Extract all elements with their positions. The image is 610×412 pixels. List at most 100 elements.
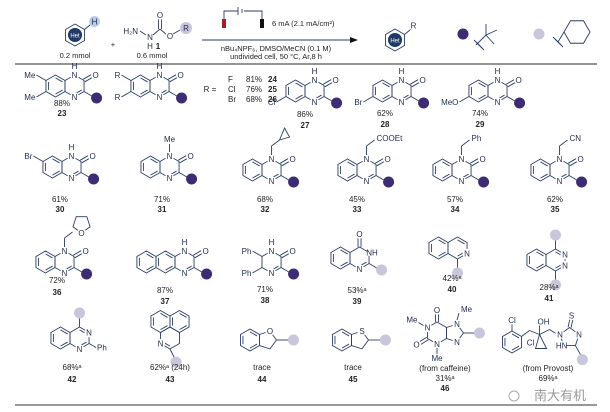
atom-mask bbox=[87, 151, 98, 161]
atom-label: N bbox=[557, 155, 563, 164]
compound-number: 30 bbox=[56, 205, 65, 214]
cyclopropane-ring bbox=[278, 126, 291, 141]
atom-mask bbox=[422, 322, 433, 333]
substituent: Me bbox=[461, 305, 473, 314]
bond bbox=[121, 91, 132, 98]
substituent: CN bbox=[570, 134, 582, 143]
bond bbox=[60, 341, 68, 347]
atom-mask bbox=[560, 260, 570, 271]
atom-label: N bbox=[77, 345, 83, 354]
compound-number: 41 bbox=[545, 294, 554, 303]
bond bbox=[363, 96, 374, 103]
atom-label: H bbox=[312, 67, 318, 76]
source-note: (from Provost) bbox=[523, 364, 574, 373]
atom-mask bbox=[154, 70, 165, 80]
cyclohexyl-marker bbox=[170, 356, 182, 368]
cyclohexyl-marker bbox=[550, 279, 562, 291]
anode-icon bbox=[222, 19, 226, 28]
atom-label: NH bbox=[366, 249, 378, 258]
atom-label: N bbox=[454, 338, 460, 347]
atom-label: H bbox=[157, 62, 163, 71]
bond bbox=[36, 91, 47, 98]
atom-label: O bbox=[332, 76, 338, 85]
atom-label: O bbox=[479, 155, 485, 164]
tert-butyl-marker bbox=[457, 28, 469, 40]
atom-label: HN bbox=[556, 342, 568, 351]
bond bbox=[172, 29, 181, 35]
h2n-label: H₂N bbox=[123, 27, 138, 36]
benzene-ring bbox=[136, 250, 157, 274]
bond bbox=[271, 139, 280, 147]
bond bbox=[557, 31, 565, 43]
atom-label: N bbox=[72, 71, 78, 80]
atom-mask bbox=[90, 70, 101, 80]
atom-mask bbox=[525, 337, 536, 348]
substituent: Ph bbox=[242, 247, 252, 256]
substituent: Ph bbox=[97, 344, 107, 353]
atom-mask bbox=[145, 32, 155, 42]
yield-label: 81% bbox=[246, 75, 262, 84]
yield-label: trace bbox=[253, 363, 271, 372]
atom-mask bbox=[554, 176, 565, 186]
atom-mask bbox=[396, 75, 407, 85]
atom-mask bbox=[367, 247, 377, 258]
r-option: Br bbox=[228, 95, 236, 104]
yield-label: trace bbox=[344, 363, 362, 372]
bond bbox=[60, 329, 68, 335]
yield-label: 71% bbox=[257, 285, 273, 294]
bond bbox=[477, 43, 485, 51]
bond bbox=[252, 250, 263, 257]
yield-label: 68%ᵃ bbox=[63, 363, 83, 372]
atom-label: N bbox=[69, 152, 75, 161]
bond bbox=[165, 253, 173, 259]
bond bbox=[457, 239, 465, 245]
atom-label: N bbox=[147, 33, 153, 42]
substituent: R bbox=[115, 93, 121, 102]
atom-mask bbox=[492, 75, 503, 85]
yield-label: 76% bbox=[246, 85, 262, 94]
bond bbox=[570, 318, 574, 328]
r-marker bbox=[180, 22, 192, 34]
atom-mask bbox=[266, 154, 277, 164]
cathode-icon bbox=[260, 19, 264, 28]
atom-mask bbox=[354, 229, 365, 239]
substituent: Br bbox=[354, 98, 362, 107]
tert-butyl-marker bbox=[201, 268, 213, 280]
bond bbox=[45, 265, 53, 271]
yield-label: 57% bbox=[447, 195, 463, 204]
atom-mask bbox=[59, 246, 70, 256]
atom-mask bbox=[538, 316, 549, 327]
compound-number: 24 bbox=[268, 75, 277, 84]
tert-butyl-marker bbox=[478, 176, 490, 188]
substituent: Me bbox=[24, 71, 36, 80]
atom-label: N bbox=[364, 177, 370, 186]
compound-number: 44 bbox=[258, 375, 267, 384]
atom-label: O bbox=[92, 71, 98, 80]
bond bbox=[52, 158, 60, 164]
reagent-amount: 0.6 mmol bbox=[137, 51, 168, 60]
atom-label: N bbox=[158, 340, 164, 349]
atom-mask bbox=[309, 97, 320, 107]
bond bbox=[341, 343, 350, 349]
atom-mask bbox=[155, 338, 166, 349]
substituent: Me bbox=[164, 135, 176, 144]
atom-label: N bbox=[167, 174, 173, 183]
atom-label: N bbox=[399, 76, 405, 85]
compound-number: 31 bbox=[158, 205, 167, 214]
atom-mask bbox=[287, 154, 298, 164]
het-circle bbox=[68, 28, 82, 42]
atom-mask bbox=[76, 228, 87, 238]
bond bbox=[249, 343, 258, 349]
tert-butyl-marker bbox=[288, 268, 300, 280]
bond bbox=[485, 29, 498, 36]
cyclohexyl-marker bbox=[473, 327, 485, 339]
atom-mask bbox=[555, 329, 565, 340]
bond bbox=[536, 263, 544, 269]
atom-mask bbox=[452, 319, 462, 329]
cyclohexane-ring bbox=[563, 20, 591, 44]
bond bbox=[456, 312, 460, 321]
compound-number: 34 bbox=[451, 205, 460, 214]
yield-label: 62% bbox=[547, 195, 563, 204]
yield-label: 74% bbox=[472, 109, 488, 118]
compound-number: 42 bbox=[68, 375, 77, 384]
